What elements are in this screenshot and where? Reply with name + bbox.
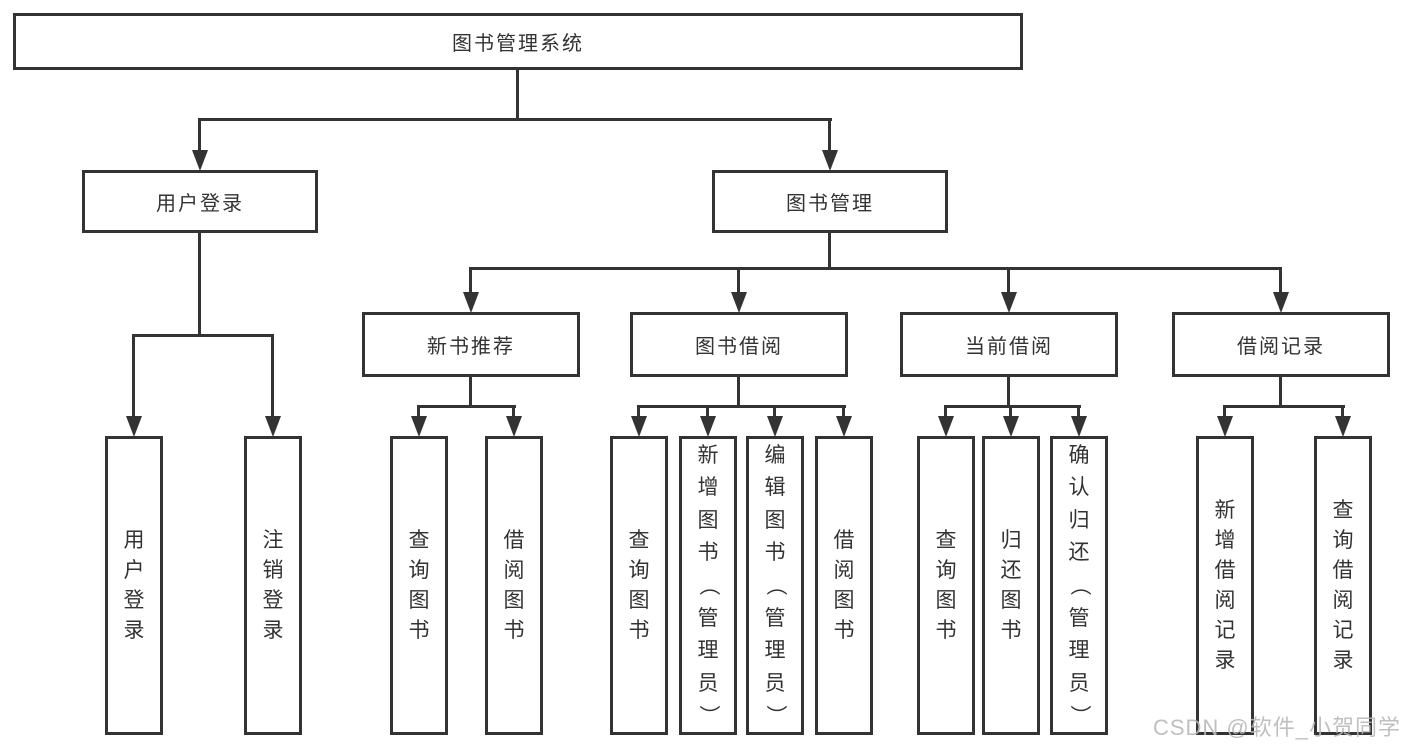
connector-drop-bor-1: [637, 405, 640, 420]
connector-borrow-branch: [637, 405, 846, 408]
connector-drop-cur-1: [944, 405, 947, 420]
connector-drop-recommend: [469, 267, 472, 296]
connector-drop-login-2: [271, 334, 274, 420]
connector-recommend-branch: [417, 405, 516, 408]
connector-drop-user-login: [198, 118, 201, 154]
leaf-current-query-books: 查询图书: [917, 436, 975, 735]
leaf-user-login: 用户登录: [105, 436, 163, 735]
arrow-recommend: [463, 292, 479, 313]
connector-login-stem: [198, 233, 201, 337]
connector-drop-records: [1279, 267, 1282, 296]
connector-drop-bor-2: [706, 405, 709, 420]
leaf-recommend-query-books-label: 查询图书: [408, 529, 430, 642]
arrow-book-mgmt: [822, 150, 838, 171]
arrow-login-2: [265, 416, 281, 437]
connector-records-stem: [1279, 377, 1282, 408]
leaf-current-query-books-label: 查询图书: [935, 529, 957, 642]
leaf-records-query-record-label: 查询借阅记录: [1332, 499, 1354, 672]
node-book-management: 图书管理: [712, 170, 948, 233]
arrow-rec-2: [506, 416, 522, 437]
arrow-cur-3: [1071, 416, 1087, 437]
connector-drop-bor-4: [842, 405, 845, 420]
leaf-logout-label: 注销登录: [262, 529, 284, 642]
csdn-watermark: CSDN @软件_小贺同学: [1152, 715, 1401, 740]
leaf-borrow-query-books-label: 查询图书: [628, 529, 650, 642]
leaf-current-return-books-label: 归还图书: [1000, 529, 1022, 642]
node-user-login: 用户登录: [82, 170, 318, 233]
connector-login-branch: [132, 334, 274, 337]
node-root-label: 图书管理系统: [452, 33, 584, 55]
node-borrow-records-label: 借阅记录: [1237, 336, 1325, 358]
arrow-bor-1: [631, 416, 647, 437]
connector-root-branch: [198, 118, 832, 121]
node-book-management-label: 图书管理: [786, 193, 874, 215]
node-current-borrow-label: 当前借阅: [965, 336, 1053, 358]
connector-mgmt-branch: [469, 267, 1282, 270]
arrow-bor-3: [767, 416, 783, 437]
arrow-borrow: [731, 292, 747, 313]
connector-root-stem: [516, 70, 519, 118]
leaf-records-add-record: 新增借阅记录: [1196, 436, 1254, 735]
leaf-borrow-edit-books-admin-label: 编辑图书（管理员）: [763, 443, 787, 727]
node-book-borrow: 图书借阅: [630, 312, 848, 377]
connector-records-branch: [1223, 405, 1345, 408]
connector-borrow-stem: [737, 377, 740, 408]
connector-recommend-stem: [469, 377, 472, 408]
arrow-bor-2: [700, 416, 716, 437]
leaf-recommend-borrow-books-label: 借阅图书: [503, 529, 525, 642]
leaf-logout: 注销登录: [244, 436, 302, 735]
leaf-current-confirm-return-admin-label: 确认归还（管理员）: [1067, 443, 1091, 727]
leaf-borrow-edit-books-admin: 编辑图书（管理员）: [746, 436, 804, 735]
connector-drop-bor-3: [773, 405, 776, 420]
leaf-current-confirm-return-admin: 确认归还（管理员）: [1050, 436, 1108, 735]
leaf-current-return-books: 归还图书: [982, 436, 1040, 735]
leaf-borrow-add-books-admin-label: 新增图书（管理员）: [696, 443, 720, 727]
leaf-records-add-record-label: 新增借阅记录: [1214, 499, 1236, 672]
arrow-current: [1001, 292, 1017, 313]
connector-drop-book-mgmt: [828, 118, 831, 154]
connector-drop-recd-2: [1341, 405, 1344, 420]
connector-drop-recd-1: [1223, 405, 1226, 420]
node-root: 图书管理系统: [13, 13, 1023, 70]
arrow-rec-1: [411, 416, 427, 437]
arrow-records: [1273, 292, 1289, 313]
leaf-borrow-borrow-books: 借阅图书: [815, 436, 873, 735]
connector-current-branch: [944, 405, 1081, 408]
node-new-book-recommend: 新书推荐: [362, 312, 580, 377]
connector-drop-cur-2: [1009, 405, 1012, 420]
arrow-recd-2: [1335, 416, 1351, 437]
node-user-login-label: 用户登录: [156, 193, 244, 215]
arrow-login-1: [126, 416, 142, 437]
arrow-cur-1: [938, 416, 954, 437]
connector-drop-login-1: [132, 334, 135, 420]
connector-drop-rec-2: [512, 405, 515, 420]
node-book-borrow-label: 图书借阅: [695, 336, 783, 358]
arrow-bor-4: [836, 416, 852, 437]
arrow-user-login: [192, 150, 208, 171]
arrow-cur-2: [1003, 416, 1019, 437]
leaf-borrow-borrow-books-label: 借阅图书: [833, 529, 855, 642]
connector-drop-rec-1: [417, 405, 420, 420]
leaf-user-login-label: 用户登录: [123, 529, 145, 642]
leaf-borrow-query-books: 查询图书: [610, 436, 668, 735]
node-borrow-records: 借阅记录: [1172, 312, 1390, 377]
node-current-borrow: 当前借阅: [900, 312, 1118, 377]
arrow-recd-1: [1217, 416, 1233, 437]
leaf-borrow-add-books-admin: 新增图书（管理员）: [679, 436, 737, 735]
connector-current-stem: [1007, 377, 1010, 408]
leaf-records-query-record: 查询借阅记录: [1314, 436, 1372, 735]
connector-drop-borrow: [737, 267, 740, 296]
leaf-recommend-borrow-books: 借阅图书: [485, 436, 543, 735]
connector-mgmt-stem: [828, 233, 831, 270]
node-new-book-recommend-label: 新书推荐: [427, 336, 515, 358]
leaf-recommend-query-books: 查询图书: [390, 436, 448, 735]
connector-drop-cur-3: [1077, 405, 1080, 420]
connector-drop-current: [1007, 267, 1010, 296]
